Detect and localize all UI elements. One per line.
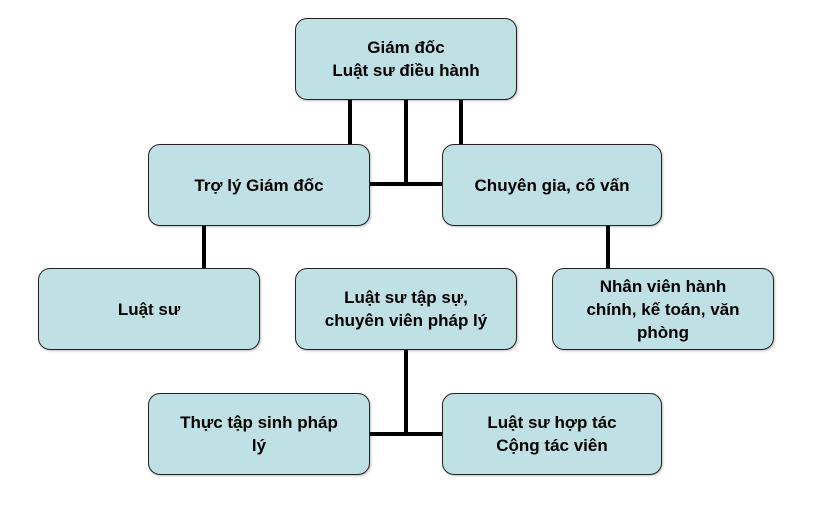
connector-trainee-down xyxy=(404,350,408,434)
connector-expert-staff xyxy=(606,226,610,268)
node-director-line1: Giám đốc xyxy=(367,38,445,57)
node-director-line2: Luật sư điều hành xyxy=(332,61,480,80)
node-expert-label: Chuyên gia, cố vấn xyxy=(474,175,630,195)
node-intern: Thực tập sinh pháp lý xyxy=(148,393,370,475)
node-lawyer-label: Luật sư xyxy=(117,299,181,319)
node-staff-line1: Nhân viên hành xyxy=(599,276,727,296)
node-trainee-line2: chuyên viên pháp lý xyxy=(324,311,488,330)
node-partner-line1: Luật sư hợp tác xyxy=(487,413,617,432)
node-staff-line2: chính, kế toán, văn xyxy=(586,299,740,319)
connector-intern-partner xyxy=(370,432,442,436)
node-trainee-line1: Luật sư tập sự, xyxy=(344,288,468,307)
node-staff-line3: phòng xyxy=(637,322,689,342)
node-lawyer: Luật sư xyxy=(38,268,260,350)
node-assistant: Trợ lý Giám đốc xyxy=(148,144,370,226)
connector-assistant-expert xyxy=(370,182,442,186)
connector-director-center xyxy=(404,100,408,184)
node-partner: Luật sư hợp tác Cộng tác viên xyxy=(442,393,662,475)
connector-director-right xyxy=(459,100,463,144)
node-assistant-label: Trợ lý Giám đốc xyxy=(194,175,324,195)
node-partner-line2: Cộng tác viên xyxy=(496,436,608,455)
node-trainee: Luật sư tập sự, chuyên viên pháp lý xyxy=(295,268,517,350)
node-intern-line2: lý xyxy=(251,436,267,455)
connector-director-left xyxy=(348,100,352,144)
node-intern-line1: Thực tập sinh pháp xyxy=(180,413,338,432)
node-expert: Chuyên gia, cố vấn xyxy=(442,144,662,226)
connector-assistant-lawyer xyxy=(202,224,206,268)
node-staff: Nhân viên hành chính, kế toán, văn phòng xyxy=(552,268,774,350)
node-director: Giám đốc Luật sư điều hành xyxy=(295,18,517,100)
